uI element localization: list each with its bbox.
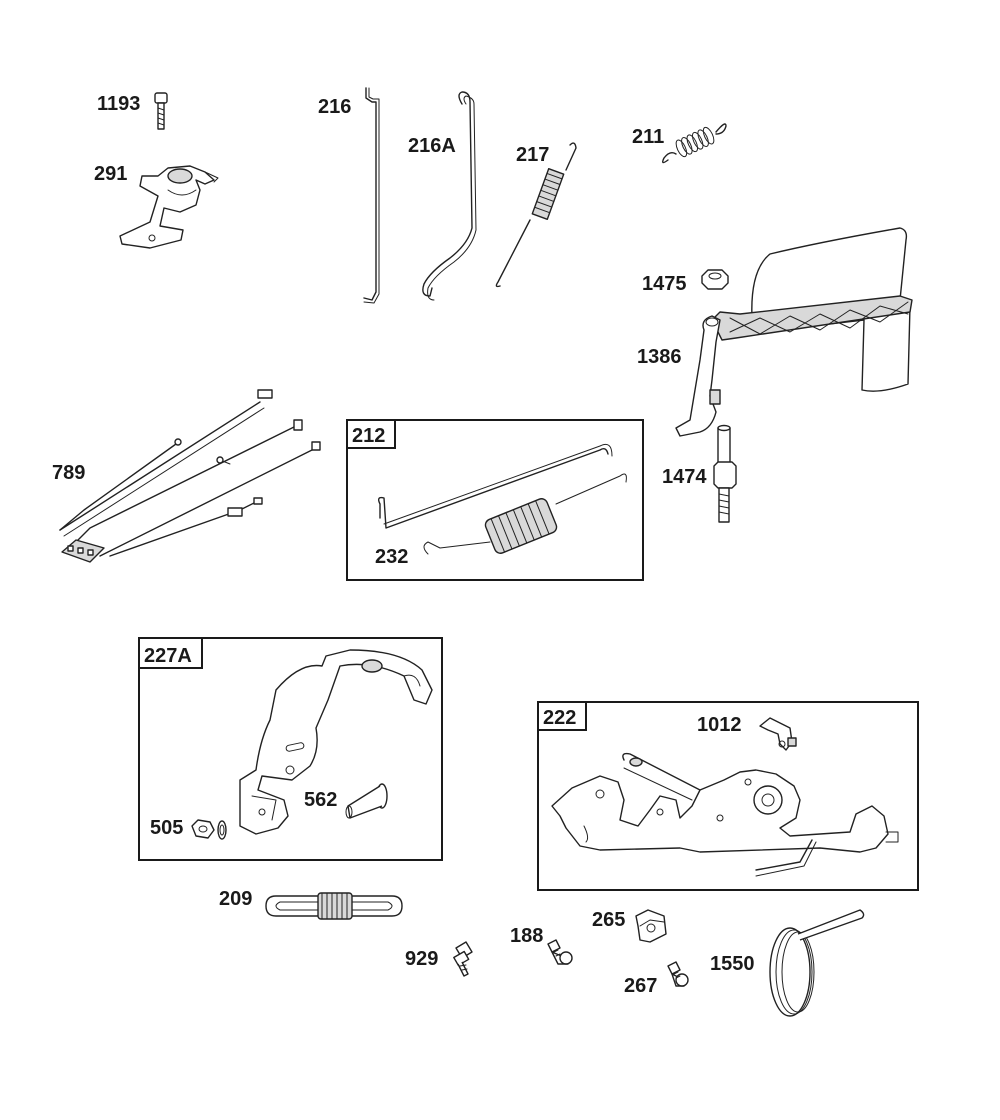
label-232: 232 bbox=[375, 546, 408, 568]
label-1386: 1386 bbox=[637, 346, 682, 368]
label-211: 211 bbox=[632, 126, 664, 148]
part-1474-stud bbox=[713, 424, 737, 523]
part-217-spring bbox=[495, 142, 577, 288]
label-1550: 1550 bbox=[710, 953, 755, 975]
part-227A-bracket bbox=[239, 649, 433, 835]
part-1012-clip bbox=[759, 717, 797, 751]
label-216: 216 bbox=[318, 96, 351, 118]
box-227A: 227A 562 505 bbox=[138, 637, 443, 861]
label-188: 188 bbox=[510, 925, 543, 947]
label-265: 265 bbox=[592, 909, 625, 931]
part-211-spring bbox=[661, 123, 727, 164]
part-562-pin bbox=[345, 783, 388, 819]
part-232-spring bbox=[423, 473, 627, 555]
part-188-screw bbox=[547, 939, 573, 965]
part-505-nut-washer bbox=[191, 819, 227, 840]
part-1475-nut bbox=[701, 269, 729, 290]
label-291: 291 bbox=[94, 163, 127, 185]
part-222-governor-assembly bbox=[551, 752, 899, 877]
label-562: 562 bbox=[304, 789, 337, 811]
part-1193-bolt bbox=[154, 92, 168, 130]
part-265-clip bbox=[635, 909, 667, 943]
label-1474: 1474 bbox=[662, 466, 707, 488]
label-1012: 1012 bbox=[697, 714, 742, 736]
label-929: 929 bbox=[405, 948, 438, 970]
label-209: 209 bbox=[219, 888, 252, 910]
part-209-spring bbox=[265, 892, 403, 920]
part-291-bracket bbox=[119, 165, 219, 249]
part-267-screw bbox=[667, 961, 689, 987]
box-227A-tag: 227A bbox=[144, 645, 192, 667]
part-1386-air-vane bbox=[675, 227, 913, 437]
box-212: 212 232 bbox=[346, 419, 644, 581]
part-1550-spring bbox=[769, 909, 865, 1017]
part-789-harness bbox=[59, 389, 321, 563]
part-929-screw bbox=[453, 941, 473, 977]
box-212-tag: 212 bbox=[352, 425, 385, 447]
box-222: 222 1012 bbox=[537, 701, 919, 891]
label-267: 267 bbox=[624, 975, 657, 997]
label-505: 505 bbox=[150, 817, 183, 839]
label-1193: 1193 bbox=[97, 93, 140, 115]
label-789: 789 bbox=[52, 462, 85, 484]
part-216-rod bbox=[363, 87, 380, 304]
label-216A: 216A bbox=[408, 135, 456, 157]
box-222-tag: 222 bbox=[543, 707, 576, 729]
label-217: 217 bbox=[516, 144, 549, 166]
part-216A-rod bbox=[422, 91, 477, 301]
part-212-rod bbox=[377, 443, 613, 529]
label-1475: 1475 bbox=[642, 273, 687, 295]
